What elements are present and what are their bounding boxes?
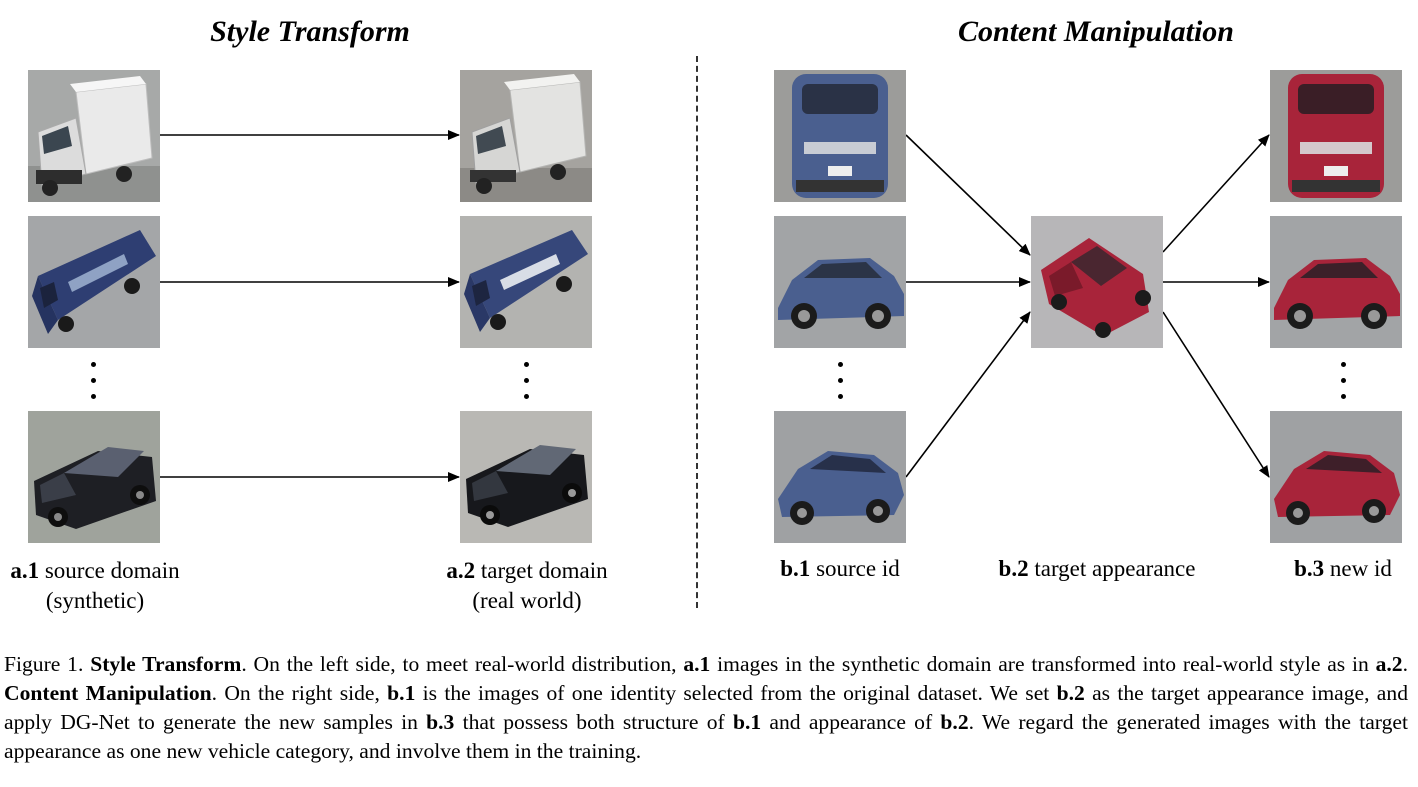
label-b1-text: source id (816, 556, 900, 581)
caption-text: as the target appearance image, and appl… (4, 681, 1408, 734)
arrow-b1-row3-to-b2 (905, 311, 1031, 478)
label-a2-text: target domain (480, 558, 608, 583)
caption-text: . On the right side, (211, 681, 380, 705)
b1-image-side (774, 216, 906, 348)
section-divider (696, 56, 698, 608)
label-b3-text: new id (1329, 556, 1392, 581)
b2-image-target-appearance (1031, 216, 1163, 348)
label-a2-tag: a.2 (446, 558, 476, 583)
caption-text: and appearance of (769, 710, 933, 734)
caption-term: b.2 (1056, 681, 1085, 705)
a1-ellipsis (86, 362, 100, 412)
b3-image-rear-side (1270, 411, 1402, 543)
b1-image-rear-side (774, 411, 906, 543)
caption-text: images in the synthetic domain are trans… (717, 652, 1369, 676)
label-b2-text: target appearance (1034, 556, 1196, 581)
b3-ellipsis (1336, 362, 1350, 412)
caption-term: Style Transform (90, 652, 242, 676)
a2-image-camper (460, 216, 592, 348)
arrow-b2-to-b3-row1 (1162, 134, 1270, 253)
caption-term: b.3 (426, 710, 455, 734)
arrow-b2-to-b3-row3 (1162, 311, 1270, 478)
a2-ellipsis (519, 362, 533, 412)
a2-image-truck (460, 70, 592, 202)
label-b1-tag: b.1 (780, 556, 811, 581)
label-b3: b.3 new id (1278, 554, 1408, 584)
b3-image-side (1270, 216, 1402, 348)
label-b1: b.1 source id (760, 554, 920, 584)
figure-caption: Figure 1. Style Transform. On the left s… (4, 650, 1408, 766)
caption-term: b.2 (940, 710, 969, 734)
caption-text: . On the left side, to meet real-world d… (241, 652, 677, 676)
caption-term: a.1 (683, 652, 711, 676)
b3-image-front (1270, 70, 1402, 202)
caption-text: is the images of one identity selected f… (422, 681, 1050, 705)
label-b2: b.2 target appearance (980, 554, 1214, 584)
caption-text: . (1402, 652, 1409, 676)
label-a2-sub: (real world) (472, 588, 582, 613)
caption-term: Content Manipulation (4, 681, 212, 705)
label-b3-tag: b.3 (1294, 556, 1325, 581)
content-manipulation-title: Content Manipulation (958, 15, 1234, 48)
a1-image-camper (28, 216, 160, 348)
caption-text: . We regard the generated images with th… (4, 710, 1408, 763)
caption-prefix: Figure 1. (4, 652, 84, 676)
b1-image-front (774, 70, 906, 202)
b1-ellipsis (833, 362, 847, 412)
a2-image-hatchback (460, 411, 592, 543)
style-transform-title: Style Transform (210, 15, 410, 48)
caption-text: that possess both structure of (462, 710, 725, 734)
arrow-b1-row1-to-b2 (905, 134, 1031, 256)
label-a1-text: source domain (44, 558, 180, 583)
caption-term: b.1 (387, 681, 416, 705)
label-a1-tag: a.1 (10, 558, 40, 583)
label-a1-sub: (synthetic) (45, 588, 145, 613)
a1-image-hatchback (28, 411, 160, 543)
label-a2: a.2 target domain (real world) (432, 556, 622, 616)
caption-term: a.2 (1375, 652, 1403, 676)
a1-image-truck (28, 70, 160, 202)
label-b2-tag: b.2 (998, 556, 1029, 581)
label-a1: a.1 source domain (synthetic) (0, 556, 190, 616)
caption-term: b.1 (732, 710, 762, 734)
